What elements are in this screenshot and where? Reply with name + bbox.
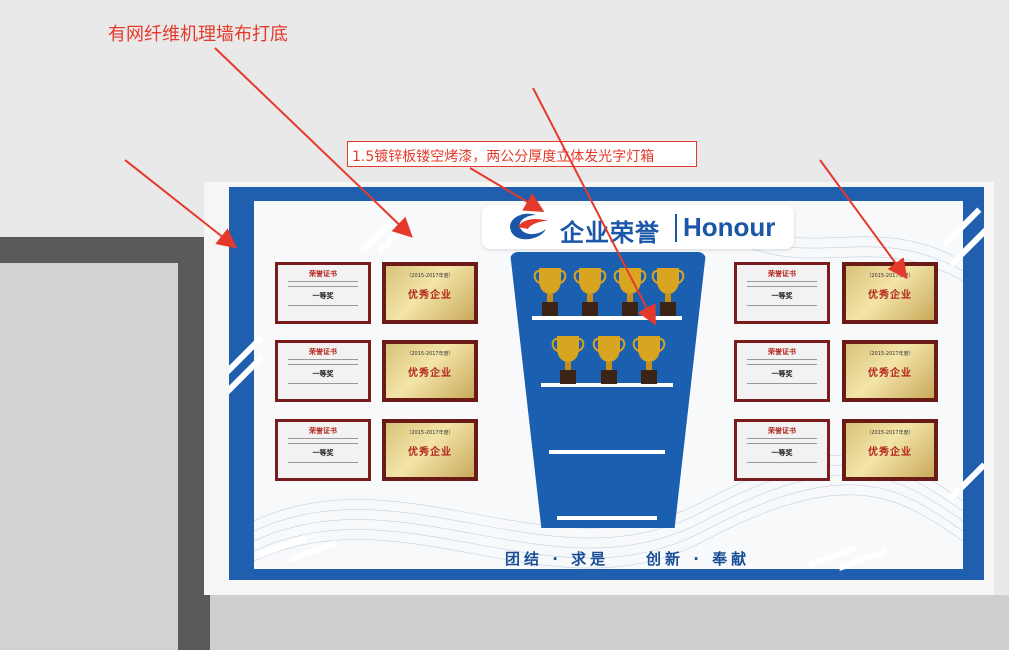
certificate: 荣誉证书 一等奖 <box>734 340 830 402</box>
logo-title: 企业荣誉 <box>560 219 660 247</box>
trophy-cabinet <box>510 252 706 528</box>
certificate-title: 荣誉证书 <box>768 270 796 278</box>
certificate: 荣誉证书 一等奖 <box>275 262 371 324</box>
certificate: 荣誉证书 一等奖 <box>275 340 371 402</box>
annotation-box-note: 1.5镀锌板镂空烤漆，两公分厚度立体发光字灯箱 <box>352 149 655 165</box>
plaque-year: （2015-2017年度） <box>406 351 454 357</box>
trophy-icon <box>632 336 666 384</box>
plaque-text: 优秀企业 <box>868 447 912 458</box>
logo-english-title: Honour <box>683 212 776 242</box>
certificate: 荣誉证书 一等奖 <box>734 262 830 324</box>
shelf-1 <box>532 316 682 320</box>
certificate-award: 一等奖 <box>312 292 334 300</box>
plaque-text: 优秀企业 <box>868 290 912 301</box>
floor-edge <box>210 595 1009 650</box>
certificate-award: 一等奖 <box>771 370 793 378</box>
wall-section-light <box>0 263 178 650</box>
plaque-text: 优秀企业 <box>408 368 452 379</box>
plaque-text: 优秀企业 <box>408 290 452 301</box>
logo-separator <box>675 214 677 242</box>
shelf-4 <box>557 516 657 520</box>
annotation-wall-note: 有网纤维机理墙布打底 <box>108 24 288 45</box>
certificate-title: 荣誉证书 <box>309 270 337 278</box>
plaque-year: （2015-2017年度） <box>866 430 914 436</box>
annotation-box-frame <box>347 141 697 167</box>
trophy-icon <box>592 336 626 384</box>
certificate-award: 一等奖 <box>771 292 793 300</box>
gold-plaque: （2015-2017年度） 优秀企业 <box>842 419 938 481</box>
arrow-line <box>469 167 545 213</box>
gold-plaque: （2015-2017年度） 优秀企业 <box>382 419 478 481</box>
plaque-text: 优秀企业 <box>408 447 452 458</box>
plaque-year: （2015-2017年度） <box>406 273 454 279</box>
company-logo-icon <box>510 213 548 240</box>
certificate-award: 一等奖 <box>771 449 793 457</box>
logo-box <box>482 205 794 249</box>
certificate-award: 一等奖 <box>312 449 334 457</box>
gold-plaque: （2015-2017年度） 优秀企业 <box>382 340 478 402</box>
certificate-title: 荣誉证书 <box>309 348 337 356</box>
certificate-award: 一等奖 <box>312 370 334 378</box>
shelf-3 <box>549 450 665 454</box>
arrow-line <box>214 47 413 238</box>
shelf-2 <box>541 383 673 387</box>
trophy-icon <box>651 268 685 316</box>
certificate-title: 荣誉证书 <box>768 427 796 435</box>
plaque-text: 优秀企业 <box>868 368 912 379</box>
arrow-line <box>532 87 656 326</box>
gold-plaque: （2015-2017年度） 优秀企业 <box>842 340 938 402</box>
plaque-year: （2015-2017年度） <box>866 351 914 357</box>
trophy-icon <box>533 268 567 316</box>
arrow-line <box>819 159 908 280</box>
certificate: 荣誉证书 一等奖 <box>734 419 830 481</box>
arrow-line <box>124 159 238 249</box>
slogan: 团结 · 求是 创新 · 奉献 <box>505 550 751 568</box>
plaque-year: （2015-2017年度） <box>406 430 454 436</box>
gold-plaque: （2015-2017年度） 优秀企业 <box>382 262 478 324</box>
trophy-icon <box>573 268 607 316</box>
certificate-title: 荣誉证书 <box>309 427 337 435</box>
certificate: 荣誉证书 一等奖 <box>275 419 371 481</box>
certificate-title: 荣誉证书 <box>768 348 796 356</box>
trophy-icon <box>551 336 585 384</box>
